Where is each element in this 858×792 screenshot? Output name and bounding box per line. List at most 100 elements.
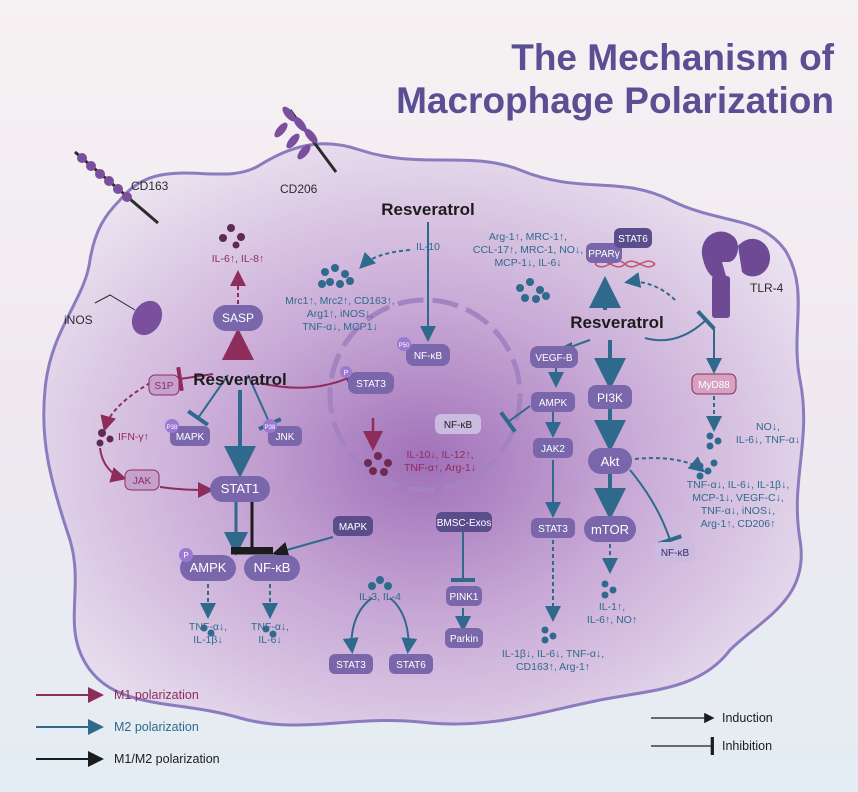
stat6-right-label: STAT6: [618, 234, 648, 245]
jak2-label: JAK2: [541, 444, 565, 455]
legend-m2: M2 polarization: [114, 720, 199, 734]
node-stat1: STAT1: [210, 476, 270, 502]
node-akt: Akt: [588, 448, 632, 474]
node-s1p: S1P: [148, 374, 180, 396]
ampk-left-label: AMPK: [190, 560, 227, 575]
jnk-label: JNK: [276, 432, 295, 443]
node-nfkb-mid: NF-κB: [435, 414, 481, 434]
node-vegfb: VEGF-B: [530, 346, 578, 368]
akt-out-line4: Arg-1↑, CD206↑: [701, 518, 776, 530]
stat3-out-line1: IL-10↓, IL-12↑,: [406, 449, 473, 461]
ppar-out-line1: Arg-1↑, MRC-1↑,: [489, 231, 567, 243]
title-line1: The Mechanism of: [511, 37, 834, 78]
ampk-out-line2: IL-1β↓: [193, 634, 222, 646]
resveratrol-left: Resveratrol: [193, 370, 287, 389]
pink1-label: PINK1: [450, 592, 479, 603]
node-nfkb-right: NF-κB: [655, 542, 695, 562]
node-mapk: MAPK: [333, 516, 373, 536]
stat3r-out-line2: CD163↑, Arg-1↑: [516, 661, 590, 673]
legend-m1: M1 polarization: [114, 688, 199, 702]
node-pink1: PINK1: [446, 586, 482, 606]
p50-label: P50: [399, 343, 410, 349]
legend-m1m2: M1/M2 polarization: [114, 752, 220, 766]
nfkb-left-label: NF-κB: [254, 560, 291, 575]
il3-il4-label: IL-3, IL-4: [359, 591, 401, 603]
cd206-label: CD206: [280, 182, 318, 196]
akt-out-line2: MCP-1↓, VEGF-C↓,: [692, 492, 784, 504]
parkin-label: Parkin: [450, 634, 478, 645]
s1p-label: S1P: [155, 381, 174, 392]
stat3-out-line2: TNF-α↑, Arg-1↓: [404, 462, 476, 474]
akt-out-line1: TNF-α↓, IL-6↓, IL-1β↓,: [687, 479, 790, 491]
ampk-p-label: P: [183, 551, 188, 560]
stat6-bottom-label: STAT6: [396, 660, 426, 671]
arrows: [36, 222, 722, 767]
jnk-p38-label: P38: [265, 425, 276, 431]
node-pparg: PPARγ: [586, 243, 622, 263]
inos-shape: [94, 294, 163, 336]
node-nfkb-left: NF-κB: [244, 555, 300, 581]
stat3r-out-line1: IL-1β↓, IL-6↓, TNF-α↓,: [502, 648, 604, 660]
node-bmsc: BMSC-Exos: [436, 512, 492, 532]
mapk-label: MAPK: [339, 522, 368, 533]
node-jak: JAK: [124, 469, 160, 491]
nfkb-mid-label: NF-κB: [444, 420, 473, 431]
pi3k-label: PI3K: [597, 391, 623, 405]
ampk-out-line1: TNF-α↓,: [189, 621, 227, 633]
node-sasp: SASP: [213, 305, 263, 331]
nfkb-out-line2: IL-6↓: [258, 634, 281, 646]
nfkb-out-line1: TNF-α↓,: [251, 621, 289, 633]
mtor-out-line2: IL-6↑, NO↑: [587, 614, 637, 626]
myd88-out-line2: IL-6↓, TNF-α↓: [736, 434, 800, 446]
node-ampk-right: AMPK: [531, 392, 575, 412]
stat1-label: STAT1: [221, 481, 260, 496]
node-mtor: mTOR: [584, 516, 636, 542]
node-stat6-right: STAT6: [614, 228, 652, 248]
bmsc-label: BMSC-Exos: [437, 518, 491, 529]
resveratrol-top: Resveratrol: [381, 200, 475, 219]
resveratrol-right: Resveratrol: [570, 313, 664, 332]
stat3-right-label: STAT3: [538, 524, 568, 535]
myd88-label: MyD88: [698, 380, 730, 391]
node-stat6-bottom: STAT6: [389, 654, 433, 674]
nfkb-right-label: NF-κB: [661, 548, 690, 559]
legend-induction: Induction: [722, 711, 773, 725]
il6-il8-label: IL-6↑, IL-8↑: [212, 253, 265, 265]
ppar-out-line2: CCL-17↑, MRC-1, NO↓,: [473, 244, 583, 256]
pparg-label: PPARγ: [588, 249, 620, 260]
node-stat3-right: STAT3: [531, 518, 575, 538]
vegfb-label: VEGF-B: [535, 353, 573, 364]
mtor-out-line1: IL-1↑,: [599, 601, 625, 613]
node-myd88: MyD88: [691, 373, 737, 395]
cd163-label: CD163: [131, 179, 169, 193]
mtor-label: mTOR: [591, 522, 629, 537]
mapk-p38-label: MAPK: [176, 432, 205, 443]
jak-label: JAK: [133, 476, 152, 487]
m2-markers-line2: Arg1↑, iNOS↓,: [307, 308, 374, 320]
tlr4-receptor: [701, 231, 770, 318]
cd163-receptor: [74, 150, 159, 225]
stat3-bottom-label: STAT3: [336, 660, 366, 671]
akt-label: Akt: [601, 454, 620, 469]
il10-label: IL-10: [416, 241, 440, 253]
macrophage-cell: [42, 142, 806, 727]
tlr4-label: TLR-4: [750, 281, 784, 295]
dot-clusters: [96, 224, 722, 644]
node-parkin: Parkin: [445, 628, 483, 648]
title-line2: Macrophage Polarization: [396, 80, 834, 121]
ampk-right-label: AMPK: [539, 398, 568, 409]
nucleus: [327, 297, 523, 493]
nfkb-center-label: NF-κB: [414, 351, 443, 362]
text-labels: CD163 CD206 iNOS TLR-4 Resveratrol Resve…: [64, 179, 800, 673]
page-title: The Mechanism of Macrophage Polarization: [396, 36, 834, 122]
akt-out-line3: TNF-α↓, iNOS↓,: [701, 505, 775, 517]
sasp-label: SASP: [222, 311, 254, 325]
myd88-out-line1: NO↓,: [756, 421, 780, 433]
